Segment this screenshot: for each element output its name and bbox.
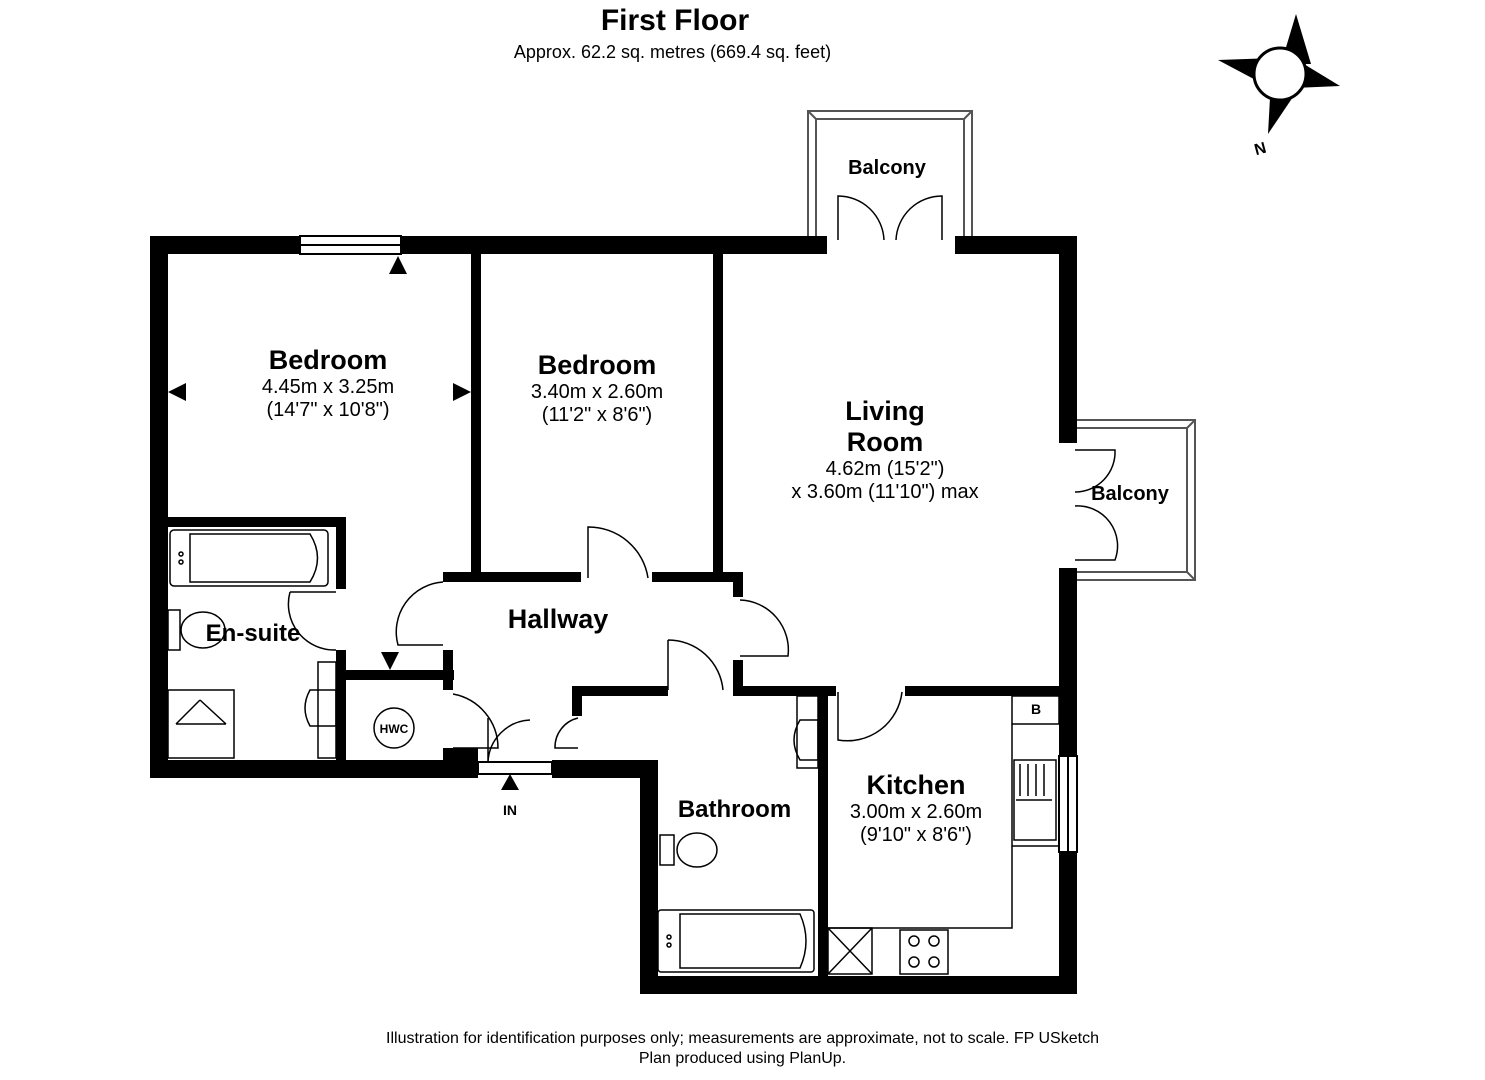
balcony-top-name: Balcony [848, 157, 926, 179]
kitchen-dim-metric: 3.00m x 2.60m [849, 801, 983, 824]
boiler-label: B [1031, 701, 1041, 717]
disclaimer-text: Illustration for identification purposes… [386, 1030, 1099, 1047]
bedroom-1-label: Bedroom 4.45m x 3.25m (14'7" x 10'8") [213, 345, 443, 422]
bedroom-2-dim-metric: 3.40m x 2.60m [530, 381, 664, 404]
bedroom-2-name: Bedroom [537, 350, 657, 380]
dimension-arrows [168, 256, 519, 790]
bedroom-1-dim-imperial: (14'7" x 10'8") [266, 399, 390, 422]
bathroom-name: Bathroom [677, 796, 792, 823]
entrance-label: IN [503, 802, 517, 818]
kitchen-label: Kitchen 3.00m x 2.60m (9'10" x 8'6") [826, 770, 1006, 847]
walls [150, 236, 1077, 994]
kitchen-name: Kitchen [866, 770, 966, 800]
compass-rose-icon [1218, 14, 1340, 134]
living-room-dim-2: x 3.60m (11'10") max [791, 481, 979, 504]
door-swings [287, 195, 1119, 763]
hwc-label: HWC [380, 722, 409, 736]
ensuite-label: En-suite [188, 620, 318, 648]
fixtures [167, 529, 1060, 975]
living-room-label: Living Room 4.62m (15'2") x 3.60m (11'10… [760, 396, 1010, 504]
plan-area-subtitle: Approx. 62.2 sq. metres (669.4 sq. feet) [513, 42, 832, 62]
bedroom-2-dim-imperial: (11'2" x 8'6") [541, 404, 653, 427]
kitchen-dim-imperial: (9'10" x 8'6") [860, 824, 972, 847]
balcony-outlines [807, 110, 1196, 581]
bedroom-2-label: Bedroom 3.40m x 2.60m (11'2" x 8'6") [482, 350, 712, 427]
windows [299, 235, 1078, 853]
bathroom-label: Bathroom [662, 796, 807, 824]
balcony-right-name: Balcony [1091, 483, 1169, 505]
balcony-right-label: Balcony [1080, 483, 1180, 506]
compass-north-label: N [1253, 140, 1269, 159]
bedroom-1-name: Bedroom [268, 345, 388, 375]
plan-title: First Floor [600, 4, 750, 37]
credit-text: Plan produced using PlanUp. [638, 1050, 847, 1067]
living-room-name-2: Room [846, 427, 924, 458]
living-room-name-1: Living [845, 396, 925, 426]
living-room-dim-1: 4.62m (15'2") [825, 458, 945, 481]
hallway-name: Hallway [507, 604, 609, 634]
ensuite-name: En-suite [205, 620, 301, 647]
balcony-top-label: Balcony [822, 157, 952, 180]
bedroom-1-dim-metric: 4.45m x 3.25m [261, 376, 395, 399]
hallway-label: Hallway [478, 604, 638, 635]
